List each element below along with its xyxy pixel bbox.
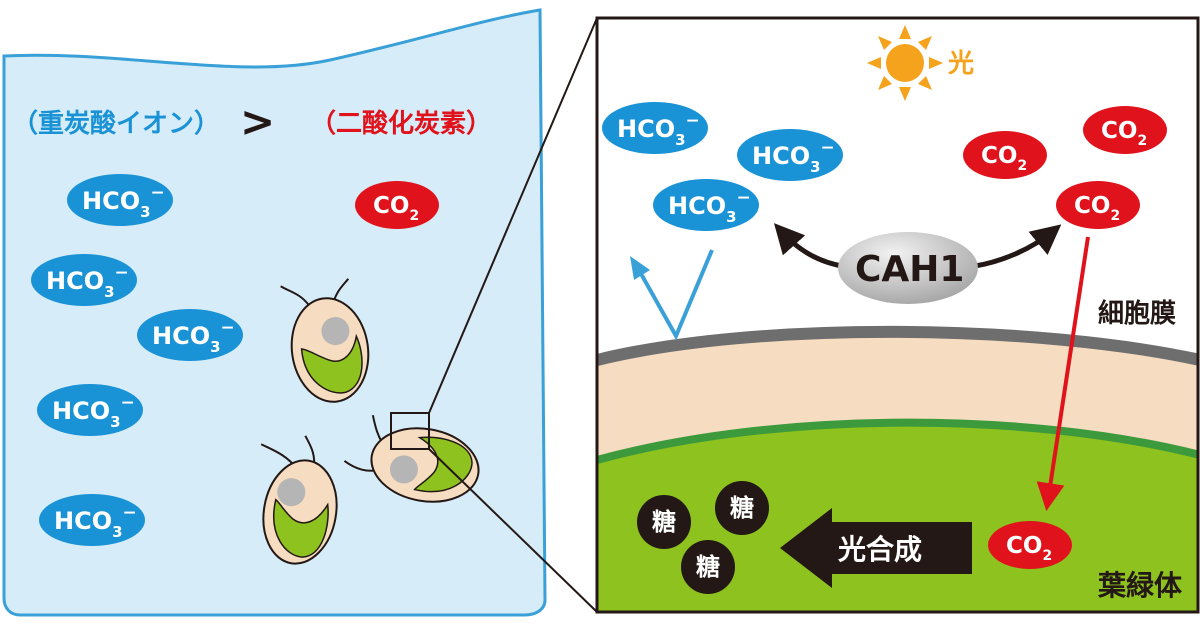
chloroplast-label: 葉緑体 <box>1097 569 1183 602</box>
svg-text:CO2: CO2 <box>981 143 1027 174</box>
sugar-molecule: 糖 <box>637 495 691 549</box>
svg-text:CO2: CO2 <box>373 193 419 224</box>
hco3-blocked-arrowhead <box>630 256 650 280</box>
cah1-label: CAH1 <box>855 249 964 290</box>
svg-text:HCO3−: HCO3− <box>54 503 137 541</box>
hco3-ion: HCO3− <box>653 179 759 231</box>
svg-text:糖: 糖 <box>652 508 676 536</box>
chloroplast-envelope <box>597 418 1198 464</box>
co2-molecule: CO2 <box>1083 106 1167 154</box>
membrane-label: 細胞膜 <box>1098 298 1176 329</box>
co2-molecule: CO2 <box>1056 181 1140 229</box>
svg-text:HCO3−: HCO3− <box>46 263 129 301</box>
bicarbonate-label: （重炭酸イオン） <box>12 109 220 139</box>
hco3-ion: HCO3− <box>37 384 143 436</box>
svg-text:HCO3−: HCO3− <box>52 393 135 431</box>
hco3-ion: HCO3− <box>39 494 145 546</box>
svg-text:HCO3−: HCO3− <box>152 318 235 356</box>
hco3-ion: HCO3− <box>602 102 708 154</box>
svg-text:糖: 糖 <box>730 494 754 522</box>
zoom-region-box <box>390 412 430 450</box>
algae-cell <box>280 278 370 403</box>
svg-text:CO2: CO2 <box>1101 118 1147 149</box>
photosynthesis-arrow <box>780 508 972 588</box>
photosynthesis-label: 光合成 <box>837 533 922 566</box>
cell-membrane <box>597 325 1198 366</box>
magnified-frame <box>595 16 1200 614</box>
svg-text:HCO3−: HCO3− <box>668 188 751 226</box>
hco3-ion: HCO3− <box>737 129 843 181</box>
greater-than-symbol: > <box>240 97 275 146</box>
svg-text:CO2: CO2 <box>1074 193 1120 224</box>
cah1-enzyme <box>838 232 978 304</box>
co2-molecule: CO2 <box>963 131 1047 179</box>
hco3-ion: HCO3− <box>137 309 243 361</box>
cah1-to-co2-arrow <box>974 224 1062 269</box>
zoom-connector-top <box>428 17 598 414</box>
svg-text:CO2: CO2 <box>1006 533 1052 564</box>
hco3-ion: HCO3− <box>67 174 173 226</box>
svg-text:HCO3−: HCO3− <box>82 183 165 221</box>
svg-text:糖: 糖 <box>696 553 720 581</box>
sugar-molecule: 糖 <box>681 540 735 594</box>
co2-label: （二酸化炭素） <box>310 109 492 139</box>
svg-text:HCO3−: HCO3− <box>752 138 835 176</box>
sugar-molecule: 糖 <box>715 481 769 535</box>
hco3-ion: HCO3− <box>31 254 137 306</box>
zoom-connector-bottom <box>428 448 598 613</box>
algae-cell <box>260 435 338 565</box>
co2-molecule: CO2 <box>988 521 1072 569</box>
light-label: 光 <box>947 49 974 79</box>
co2-molecule: CO2 <box>355 181 439 229</box>
hco3-blocked-arrow <box>638 249 714 341</box>
svg-text:HCO3−: HCO3− <box>617 111 700 149</box>
sun-icon <box>867 25 943 101</box>
cah1-to-hco3-arrow <box>773 223 843 269</box>
co2-diffusion-arrow <box>1036 236 1090 512</box>
